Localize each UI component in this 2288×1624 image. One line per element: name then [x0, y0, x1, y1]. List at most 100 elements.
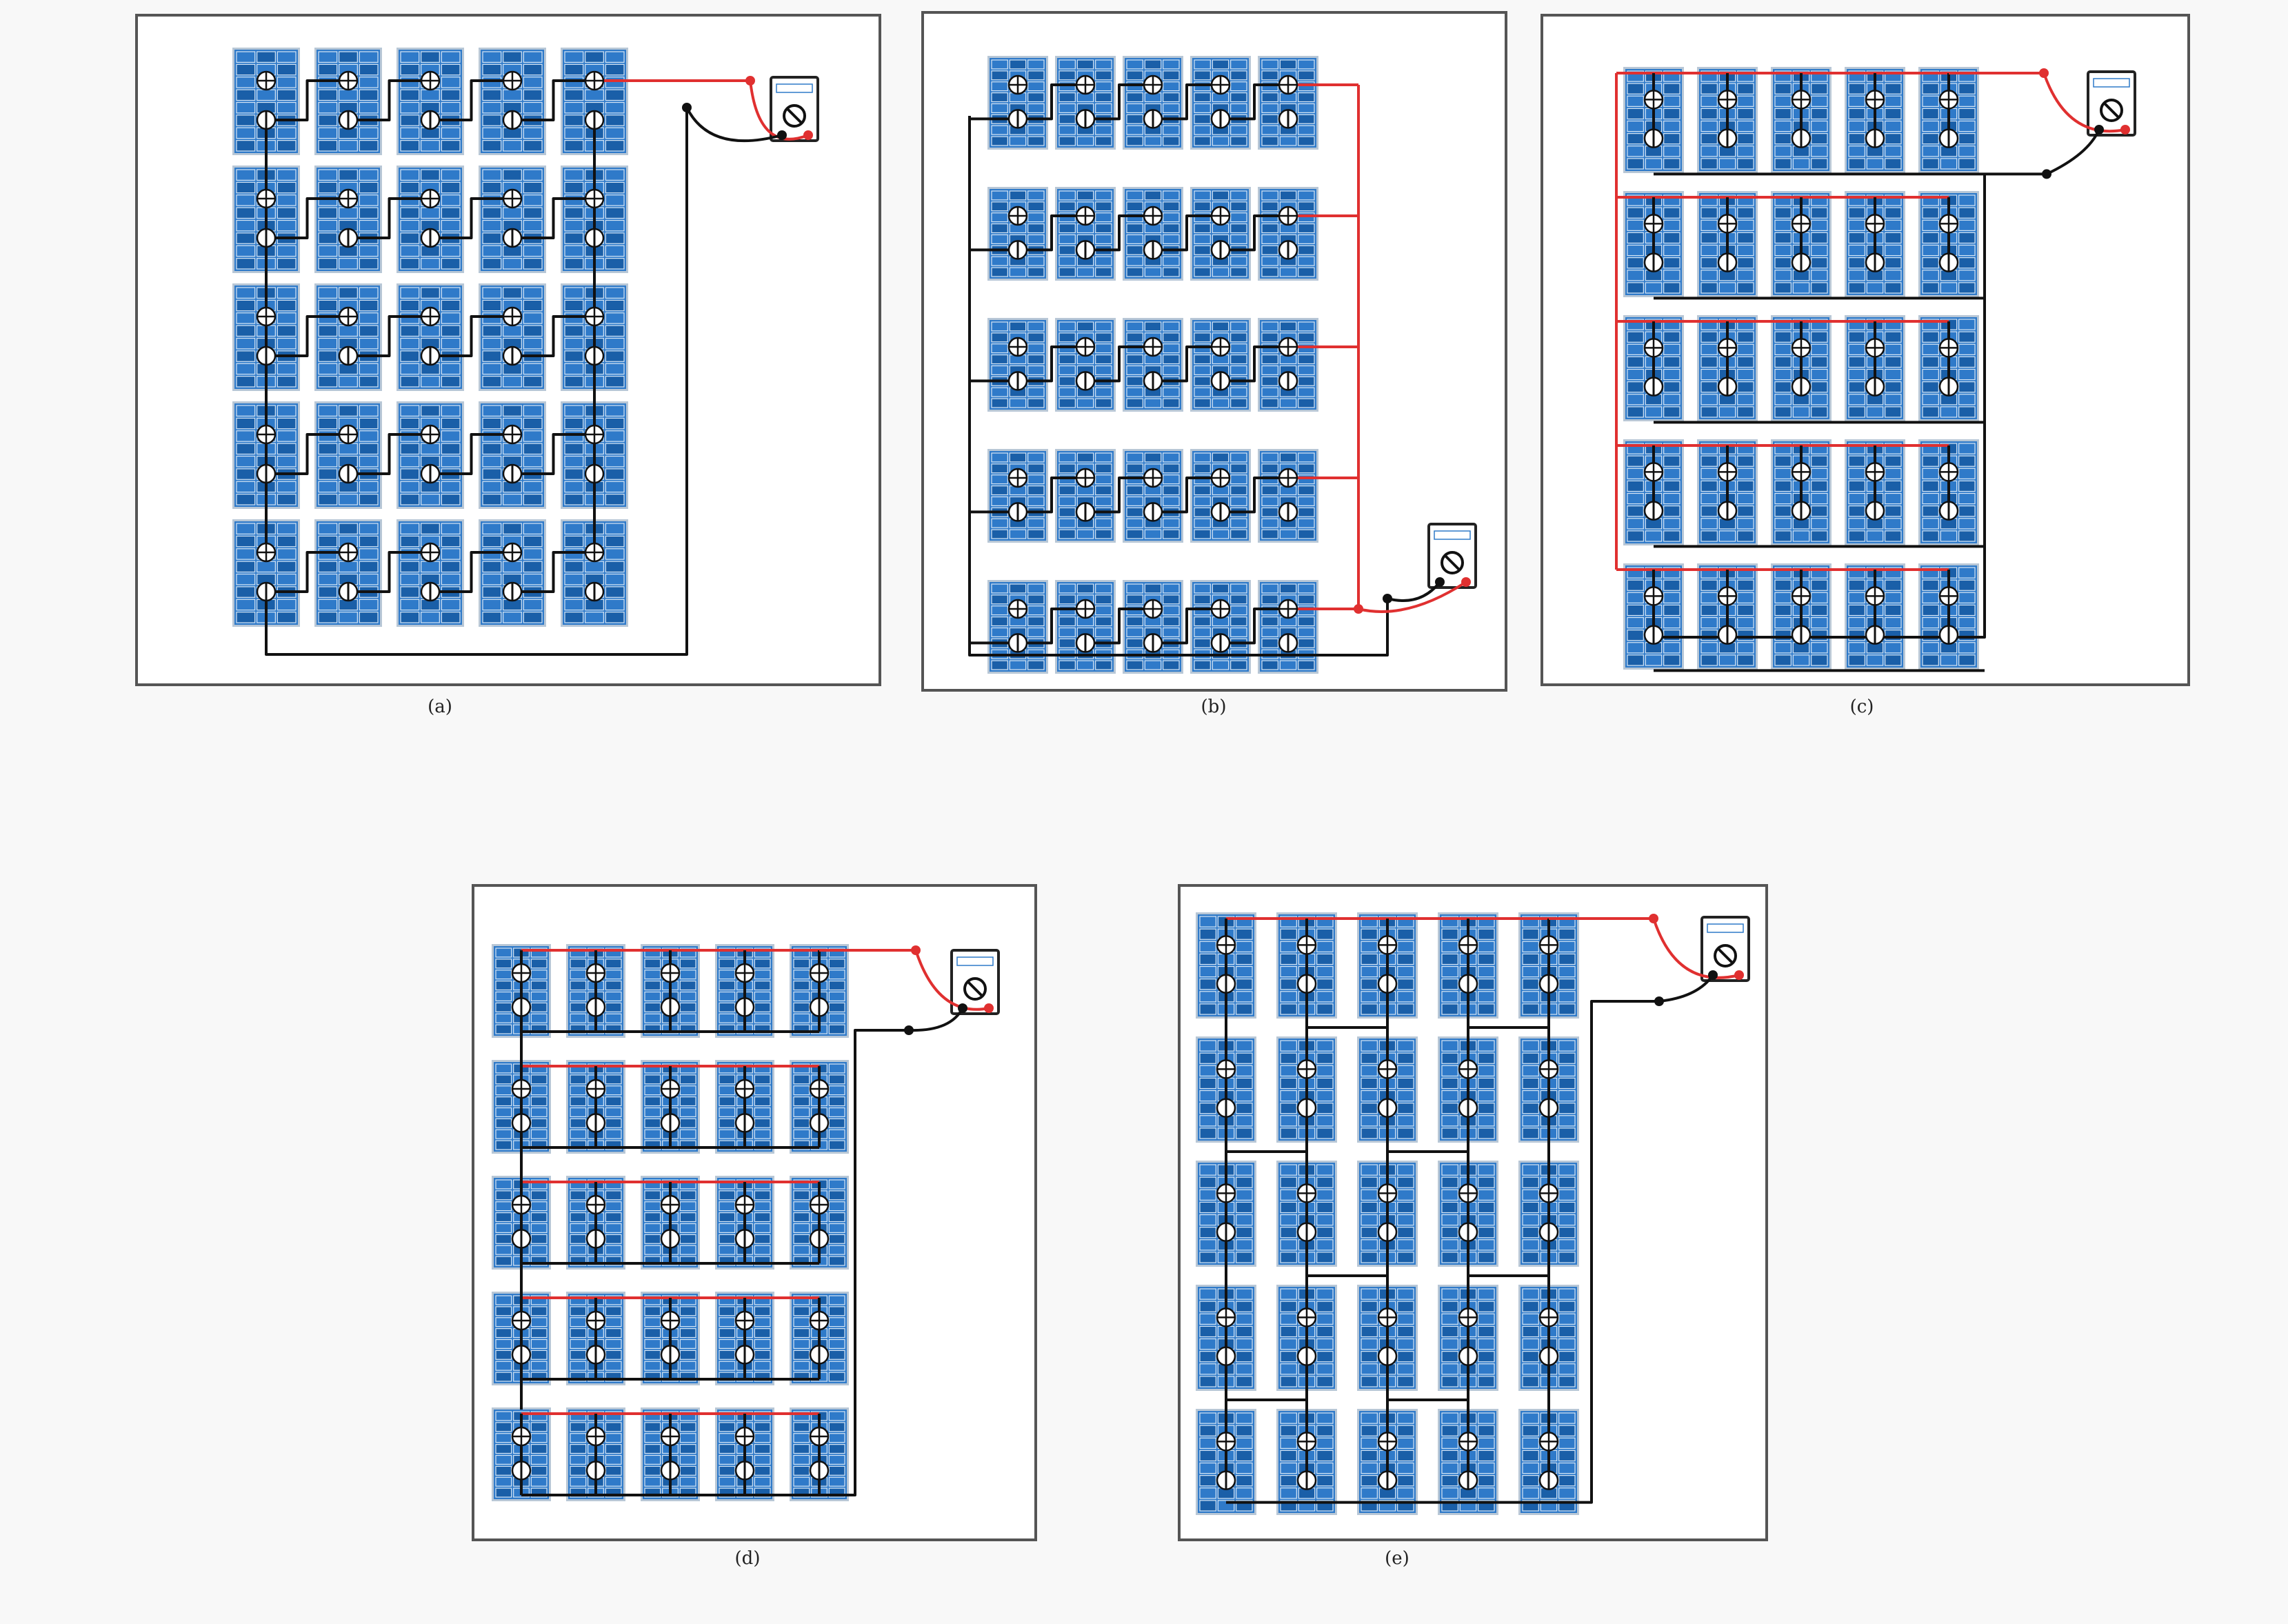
pv-module-r5-c2: [1055, 580, 1116, 674]
negative-terminal-r2-c2: [1075, 240, 1096, 260]
diagram-panel-b: [921, 11, 1507, 692]
negative-terminal-r5-c4: [1865, 625, 1885, 645]
series-link-wire: [266, 197, 348, 239]
negative-terminal-r2-c3: [1791, 252, 1812, 272]
positive-terminal-r5-c3: [1143, 599, 1163, 619]
multimeter-icon: [770, 76, 819, 142]
negative-terminal-r2-c1: [1007, 240, 1028, 260]
positive-terminal-r5-c3: [1791, 586, 1812, 606]
negative-terminal-r4-c4: [734, 1345, 755, 1365]
negative-bus-wire: [1654, 174, 1986, 639]
positive-terminal-r2-c3: [1143, 205, 1163, 226]
negative-terminal-r3-c2: [585, 1229, 606, 1249]
positive-terminal-r3-c4: [1210, 337, 1231, 357]
negative-terminal-r1-c5: [584, 110, 605, 130]
caption-e: (e): [1385, 1548, 1409, 1569]
positive-terminal-r1-c2: [338, 70, 359, 91]
positive-terminal-r1-c5: [1938, 90, 1959, 110]
pv-module-r1-c4: [479, 48, 546, 155]
pv-module-r5-c4: [479, 519, 546, 627]
pv-module-r4-c5: [1258, 449, 1318, 543]
positive-terminal-r5-c4: [1458, 1432, 1478, 1452]
diagram-panel-d: [472, 884, 1037, 1541]
positive-terminal-r1-c5: [584, 70, 605, 91]
negative-terminal-r5-c4: [734, 1461, 755, 1481]
negative-terminal-r1-c4: [502, 110, 523, 130]
series-link-wire: [1221, 83, 1288, 121]
positive-terminal-r2-c4: [1458, 1059, 1478, 1079]
negative-return-wire: [265, 108, 688, 656]
pv-module-r1-c1: [232, 48, 300, 155]
negative-terminal-r1-c2: [338, 110, 359, 130]
negative-terminal-r4-c3: [1791, 501, 1812, 521]
positive-terminal-r3-c3: [1377, 1183, 1398, 1203]
bridge-linked-array-diagram: [492, 944, 1000, 1501]
negative-terminal-r4-c2: [338, 463, 359, 484]
series-link-wire: [1153, 345, 1221, 383]
negative-terminal-r2-c2: [1296, 1098, 1317, 1118]
negative-terminal-r4-c5: [1278, 502, 1298, 522]
positive-terminal-r4-c4: [1865, 462, 1885, 482]
series-link-wire: [1153, 214, 1221, 252]
positive-terminal-r3-c5: [809, 1194, 830, 1215]
pv-module-r1-c3: [1771, 67, 1832, 173]
positive-terminal-r4-c4: [734, 1310, 755, 1331]
positive-terminal-r4-c3: [660, 1310, 681, 1331]
negative-terminal-r5-c5: [809, 1461, 830, 1481]
negative-terminal-r1-c4: [734, 997, 755, 1017]
meter-positive-lead: [803, 130, 813, 140]
negative-terminal-r2-c2: [1717, 252, 1738, 272]
negative-terminal-r3-c1: [511, 1229, 532, 1249]
positive-terminal-r2-c1: [511, 1079, 532, 1099]
series-link-wire: [348, 79, 430, 121]
series-link-wire: [430, 315, 512, 357]
positive-terminal-r2-c3: [660, 1079, 681, 1099]
series-link-wire: [430, 551, 512, 593]
series-link-wire: [348, 433, 430, 475]
positive-terminal-r4-c4: [1210, 468, 1231, 488]
negative-terminal-r2-c5: [809, 1113, 830, 1133]
positive-terminal-r4-c5: [809, 1310, 830, 1331]
negative-terminal-r2-c3: [420, 228, 441, 248]
meter-positive-lead: [984, 1003, 994, 1013]
positive-terminal-r1-c2: [1717, 90, 1738, 110]
pv-module-r4-c4: [1190, 449, 1251, 543]
positive-terminal-r2-c4: [1865, 214, 1885, 234]
negative-terminal-r3-c5: [809, 1229, 830, 1249]
negative-return-wire: [819, 1029, 909, 1496]
negative-terminal-r1-c5: [1538, 974, 1559, 994]
pv-module-r4-c1: [987, 449, 1048, 543]
pv-module-r5-c5: [1258, 580, 1318, 674]
positive-terminal-r4-c5: [1538, 1307, 1559, 1327]
pv-module-r3-c3: [1123, 318, 1183, 412]
multimeter-icon: [2087, 70, 2136, 137]
pv-module-r5-c4: [1190, 580, 1251, 674]
positive-terminal-r4-c1: [1643, 462, 1664, 482]
series-link-wire: [348, 197, 430, 239]
negative-terminal-r5-c4: [502, 581, 523, 602]
series-link-wire: [1221, 477, 1288, 514]
series-link-wire: [1153, 608, 1221, 645]
negative-terminal-r2-c3: [1143, 240, 1163, 260]
positive-terminal-r3-c3: [1143, 337, 1163, 357]
negative-terminal-r2-c2: [338, 228, 359, 248]
positive-terminal-r1-c3: [1143, 74, 1163, 95]
negative-terminal-r3-c3: [660, 1229, 681, 1249]
pv-module-r1-c3: [1123, 56, 1183, 150]
negative-terminal-r1-c2: [585, 997, 606, 1017]
negative-terminal-r2-c4: [734, 1113, 755, 1133]
positive-terminal-r3-c4: [1865, 338, 1885, 358]
negative-probe-wire: [685, 107, 783, 143]
negative-terminal-r4-c4: [1865, 501, 1885, 521]
pv-module-r2-c4: [1190, 187, 1251, 281]
positive-terminal-r5-c5: [584, 542, 605, 563]
negative-terminal-r2-c1: [1643, 252, 1664, 272]
negative-terminal-r2-c3: [1377, 1098, 1398, 1118]
negative-terminal-r5-c4: [1210, 633, 1231, 653]
pv-module-r2-c3: [397, 166, 464, 273]
positive-terminal-r3-c5: [584, 306, 605, 327]
negative-terminal-r3-c2: [338, 345, 359, 366]
multimeter-icon: [1427, 523, 1477, 589]
positive-terminal-r2-c1: [1216, 1059, 1236, 1079]
positive-terminal-r3-c1: [1216, 1183, 1236, 1203]
